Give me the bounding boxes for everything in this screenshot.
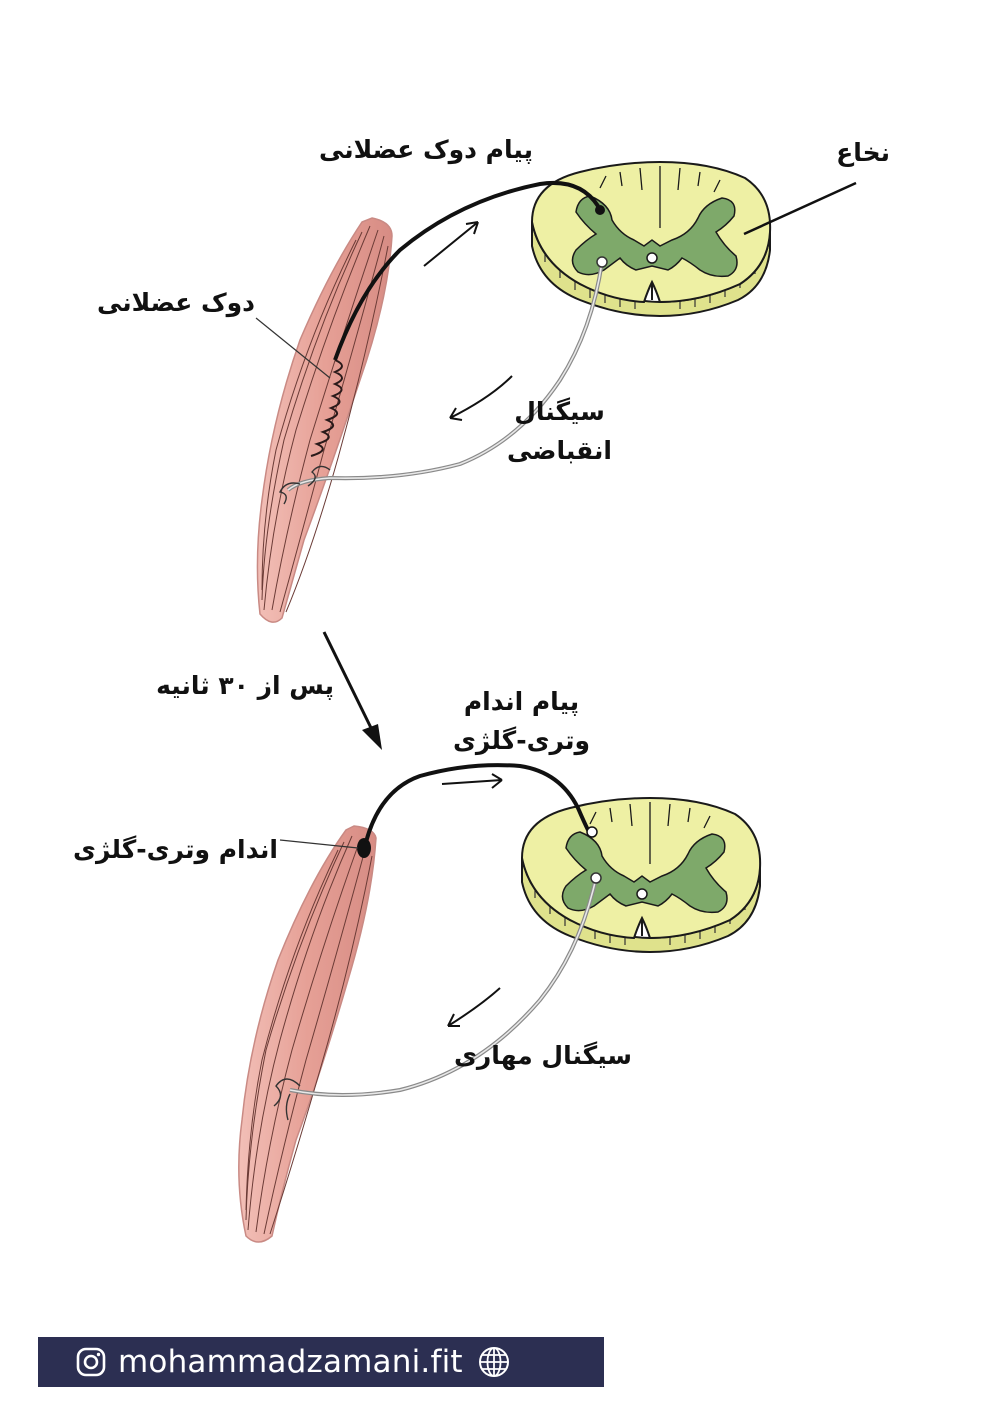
golgi-tendon-organ-marker xyxy=(357,838,371,858)
contraction-signal-line2: انقباضی xyxy=(507,436,612,466)
instagram-icon[interactable] xyxy=(76,1347,106,1377)
label-inhibitory-signal: سیگنال مهاری xyxy=(454,1041,632,1070)
arrow-sensory-bottom xyxy=(441,773,503,789)
contraction-signal-line1: سیگنال xyxy=(514,397,605,426)
muscle-spindle-coil xyxy=(310,359,343,457)
label-spinal-cord: نخاع xyxy=(836,138,890,167)
spinal-cord-pointer xyxy=(743,181,857,236)
label-muscle-spindle: دوک عضلانی xyxy=(96,288,255,317)
footer-handle[interactable]: mohammadzamani.fit xyxy=(118,1344,463,1380)
label-golgi-tendon-organ: اندام وتری-گلژی xyxy=(73,835,278,864)
arrow-sensory-top xyxy=(423,221,479,267)
label-contraction-signal: سیگنال انقباضی xyxy=(507,396,612,467)
label-spindle-message: پیام دوک عضلانی xyxy=(318,135,533,164)
spindle-sensory-nerve xyxy=(333,181,600,361)
gto-message-line1: پیام اندام xyxy=(463,687,580,716)
globe-icon[interactable] xyxy=(477,1345,511,1379)
label-gto-message: پیام اندام وتری-گلژی xyxy=(453,686,590,757)
muscle-spindle-pointer xyxy=(255,317,331,379)
label-after-30-seconds: پس از ۳۰ ثانیه xyxy=(156,671,334,700)
transition-arrow xyxy=(322,631,382,750)
arrow-motor-top xyxy=(449,375,513,421)
footer-bar: mohammadzamani.fit xyxy=(38,1337,604,1387)
gto-sensory-nerve xyxy=(364,763,590,843)
arrow-motor-bottom xyxy=(447,987,501,1027)
golgi-tendon-organ-pointer xyxy=(279,839,359,849)
muscle-bottom xyxy=(238,825,377,1243)
gto-message-line2: وتری-گلژی xyxy=(453,726,590,756)
spinal-cord-bottom xyxy=(520,796,762,954)
